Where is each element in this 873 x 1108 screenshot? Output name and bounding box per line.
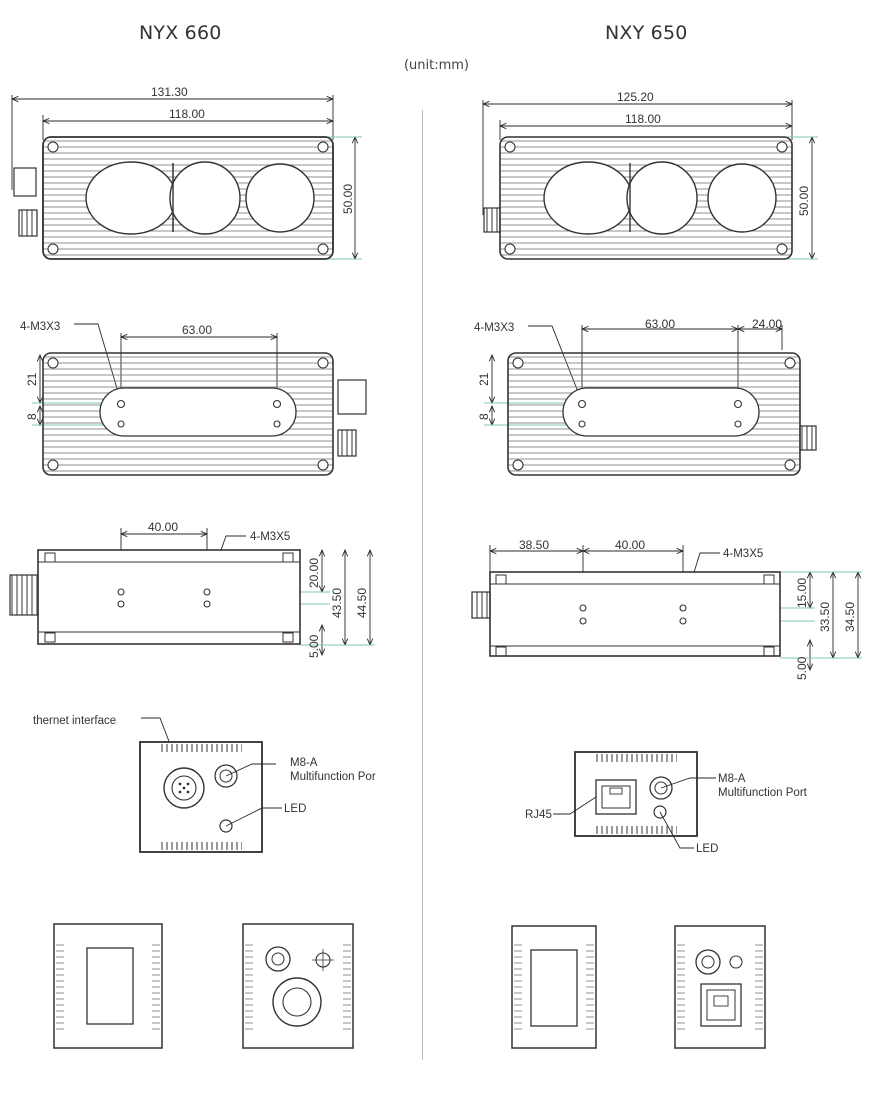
dim-right-d3: 34.50: [843, 602, 857, 632]
dim-left-v2: 8: [25, 413, 39, 420]
dim-left-d3: 44.50: [355, 588, 369, 618]
dim-right-d4: 5.00: [795, 656, 809, 680]
dim-right-d2: 33.50: [818, 602, 832, 632]
left-bottom-view: 4-M3X3 63.00 21 8: [20, 321, 367, 476]
dim-left-d2: 43.50: [330, 588, 344, 618]
left-hole-label: 4-M3X3: [20, 321, 60, 333]
right-led-label: LED: [696, 843, 718, 855]
right-rj45-label: RJ45: [525, 809, 552, 821]
dim-left-height: 50.00: [341, 184, 355, 214]
left-front-view: 131.30 118.00 50.00: [12, 85, 362, 259]
dim-right-offset: 24.00: [752, 317, 782, 331]
dim-left-v1: 21: [25, 372, 39, 386]
column-divider: [422, 110, 423, 1060]
left-end-views: [53, 923, 354, 1049]
left-led-label: LED: [284, 803, 306, 815]
dim-left-inner-width: 118.00: [169, 107, 205, 121]
dim-right-hole-spacing: 63.00: [645, 317, 675, 331]
dim-right-total-width: 125.20: [617, 90, 654, 104]
right-side-view: 38.50 40.00 4-M3X5 15.00 33.50 34.50 5.0…: [471, 538, 862, 680]
dim-left-side-spacing: 40.00: [148, 520, 178, 534]
dim-right-side-spacing: 40.00: [615, 538, 645, 552]
dim-right-left-offset: 38.50: [519, 538, 549, 552]
dim-left-total-width: 131.30: [151, 85, 188, 99]
right-port-desc: Multifunction Port: [718, 787, 808, 799]
left-rear-view: thernet interface M8-A Multifunction Por…: [33, 715, 376, 853]
dim-left-hole-spacing: 63.00: [182, 323, 212, 337]
dim-right-inner-width: 118.00: [625, 112, 661, 126]
dim-left-d4: 5.00: [307, 634, 321, 658]
left-ethernet-label: thernet interface: [33, 715, 116, 727]
right-bottom-view: 4-M3X3 63.00 24.00 21 8: [474, 317, 817, 476]
right-front-view: 125.20 118.00 50.00: [483, 90, 818, 259]
dim-right-v2: 8: [477, 413, 491, 420]
unit-label: (unit:mm): [403, 58, 470, 73]
right-hole-label: 4-M3X3: [474, 322, 514, 334]
dim-right-height: 50.00: [797, 186, 811, 216]
right-rear-view: M8-A Multifunction Port RJ45 LED: [525, 751, 808, 855]
title-right: NXY 650: [605, 22, 688, 44]
right-side-hole-label: 4-M3X5: [723, 548, 763, 560]
right-end-views: [511, 925, 766, 1049]
right-m8-label: M8-A: [718, 773, 746, 785]
left-port-desc: Multifunction Por: [290, 771, 376, 783]
left-side-view: 40.00 4-M3X5 20.00 43.50 44.50 5.00: [9, 520, 375, 658]
dim-right-d1: 15.00: [795, 578, 809, 608]
dim-left-d1: 20.00: [307, 558, 321, 588]
left-side-hole-label: 4-M3X5: [250, 531, 290, 543]
dim-right-v1: 21: [477, 372, 491, 386]
title-left: NYX 660: [139, 22, 222, 44]
left-m8-label: M8-A: [290, 757, 318, 769]
